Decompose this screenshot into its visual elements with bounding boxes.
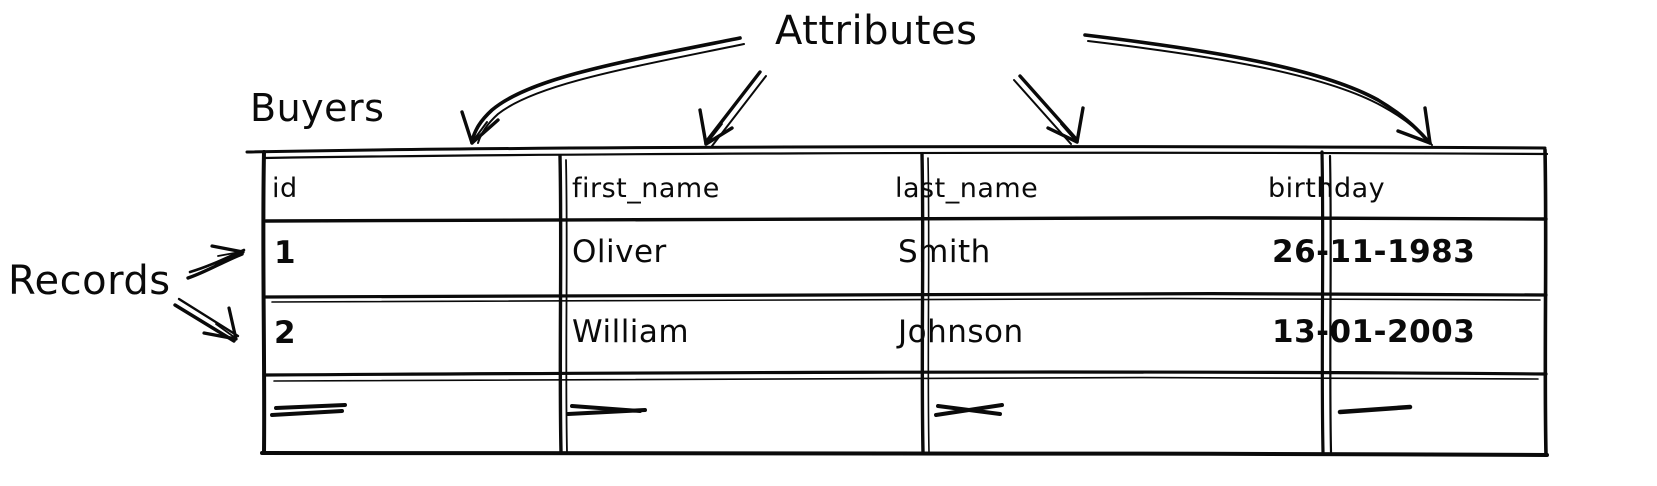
table-cell-row2-last-name: Johnson: [898, 314, 1024, 350]
table-header-last-name: last_name: [895, 173, 1039, 204]
table-header-first-name: first_name: [572, 173, 720, 204]
continuation-dashes: [270, 403, 1413, 417]
attributes-arrow-4: [1083, 33, 1433, 146]
table-cell-row2-id: 2: [274, 315, 297, 351]
records-arrow-upper: [186, 244, 246, 280]
annotation-attributes: Attributes: [775, 8, 978, 54]
table-cell-row1-id: 1: [274, 235, 297, 271]
table-cell-row2-first-name: William: [572, 314, 690, 350]
table-column-rules: [558, 150, 1333, 454]
table-outline: [245, 145, 1549, 457]
annotation-records: Records: [8, 258, 171, 304]
table-title: Buyers: [250, 86, 385, 130]
attributes-arrow-2: [698, 70, 767, 147]
table-header-id: id: [272, 173, 298, 204]
attributes-arrow-3: [1013, 74, 1085, 145]
attributes-arrow-1: [460, 36, 745, 145]
table-cell-row1-birthday: 26-11-1983: [1272, 234, 1476, 270]
table-row-rules: [264, 216, 1548, 382]
table-header-birthday: birthday: [1268, 173, 1386, 204]
table-cell-row2-birthday: 13-01-2003: [1272, 314, 1476, 350]
table-cell-row1-first-name: Oliver: [572, 234, 667, 270]
table-cell-row1-last-name: Smith: [898, 234, 991, 270]
records-arrow-lower: [173, 297, 240, 343]
